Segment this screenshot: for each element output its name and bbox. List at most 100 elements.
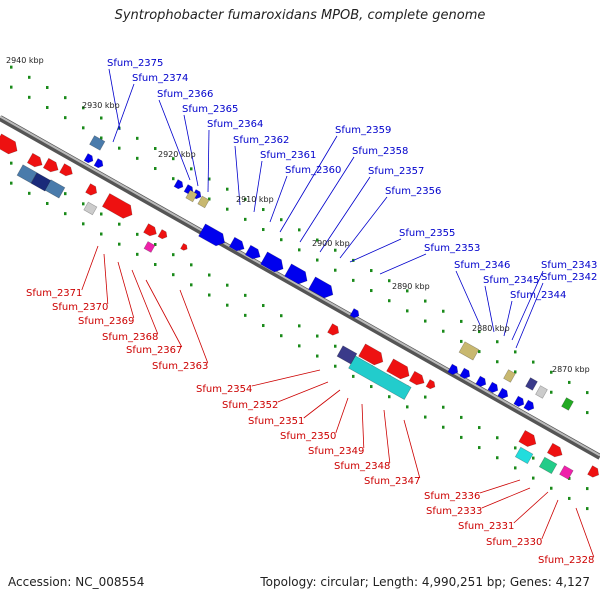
gene-blue xyxy=(173,179,184,190)
tick-dot xyxy=(460,319,463,323)
gene-arrow xyxy=(447,363,459,375)
leader-line xyxy=(503,300,513,337)
tick-dot xyxy=(82,126,85,130)
leader-line xyxy=(183,114,199,187)
gene-label-bottom: Sfum_2349 xyxy=(308,446,364,457)
tick-dot xyxy=(388,395,391,399)
gene-arrow xyxy=(475,375,487,387)
tick-dot xyxy=(10,161,13,165)
tick-dot xyxy=(46,105,49,109)
tick-dot xyxy=(154,263,157,267)
gene-arrow xyxy=(85,183,98,196)
gene-khaki xyxy=(503,369,516,383)
tick-dot xyxy=(136,232,139,236)
tick-dot xyxy=(262,324,265,328)
tick-dot xyxy=(172,157,175,161)
leader-line xyxy=(515,282,544,349)
gene-arrow xyxy=(523,399,535,411)
leader-line xyxy=(234,145,241,206)
leader-line xyxy=(253,160,263,213)
gene-label-top: Sfum_2364 xyxy=(207,119,263,130)
tick-dot xyxy=(496,360,499,364)
leader-line xyxy=(269,175,288,223)
gene-label-bottom: Sfum_2330 xyxy=(486,537,542,548)
gene-label-bottom: Sfum_2371 xyxy=(26,288,82,299)
tick-dot xyxy=(568,496,571,500)
leader-line xyxy=(299,156,355,243)
tick-dot xyxy=(352,374,355,378)
gene-label-bottom: Sfum_2348 xyxy=(334,461,390,472)
tick-dot xyxy=(550,390,553,394)
gene-label-top: Sfum_2343 xyxy=(541,260,597,271)
tick-dot xyxy=(586,391,589,395)
tick-dot xyxy=(136,156,139,160)
gene-box xyxy=(503,369,516,383)
tick-dot xyxy=(262,304,265,308)
gene-arrow xyxy=(0,133,18,155)
tick-dot xyxy=(226,207,229,211)
leader-line xyxy=(484,285,495,333)
tick-dot xyxy=(298,344,301,348)
gene-red xyxy=(42,157,59,173)
leader-line xyxy=(361,403,365,449)
gene-blue xyxy=(487,381,499,393)
leader-line xyxy=(108,68,121,131)
tick-dot xyxy=(532,476,535,480)
tick-dot xyxy=(460,339,463,343)
tick-dot xyxy=(298,324,301,328)
leader-line xyxy=(145,279,183,348)
kbp-label: 2870 kbp xyxy=(552,365,590,374)
tick-dot xyxy=(460,415,463,419)
gene-box xyxy=(89,135,106,151)
tick-dot xyxy=(388,299,391,303)
gene-label-bottom: Sfum_2350 xyxy=(280,431,336,442)
gene-blue xyxy=(475,375,487,387)
gene-blue xyxy=(497,387,509,399)
tick-dot xyxy=(334,248,337,252)
tick-dot xyxy=(136,252,139,256)
gene-arrow xyxy=(425,379,436,390)
tick-dot xyxy=(46,201,49,205)
leader-line xyxy=(511,270,544,341)
gene-blue xyxy=(513,395,525,407)
tick-dot xyxy=(28,191,31,195)
tick-dot xyxy=(280,334,283,338)
tick-dot xyxy=(154,167,157,171)
gene-blue xyxy=(349,308,360,319)
tick-dot xyxy=(370,385,373,389)
tick-dot xyxy=(424,415,427,419)
tick-dot xyxy=(370,269,373,273)
gene-label-top: Sfum_2365 xyxy=(182,104,238,115)
gene-red xyxy=(26,152,43,168)
gene-box xyxy=(559,465,574,480)
tick-dot xyxy=(514,350,517,354)
gene-label-top: Sfum_2346 xyxy=(454,260,510,271)
gene-box xyxy=(538,456,558,475)
tick-dot xyxy=(334,268,337,272)
tick-dot xyxy=(118,222,121,226)
leader-line xyxy=(481,487,531,509)
gene-arrow xyxy=(198,223,225,247)
gene-label-top: Sfum_2366 xyxy=(157,89,213,100)
gene-arrow xyxy=(26,152,43,168)
gene-label-top: Sfum_2353 xyxy=(424,243,480,254)
tick-dot xyxy=(532,456,535,460)
gene-arrow xyxy=(487,381,499,393)
gene-label-bottom: Sfum_2351 xyxy=(248,416,304,427)
tick-dot xyxy=(550,486,553,490)
gene-red xyxy=(408,370,425,386)
gene-red xyxy=(425,379,436,390)
gene-red xyxy=(85,183,98,196)
gene-arrow xyxy=(327,323,340,336)
tick-dot xyxy=(496,456,499,460)
gene-label-top: Sfum_2359 xyxy=(335,125,391,136)
gene-label-bottom: Sfum_2367 xyxy=(126,345,182,356)
leader-line xyxy=(319,176,371,253)
tick-dot xyxy=(208,273,211,277)
leader-line xyxy=(179,289,209,364)
tick-dot xyxy=(82,222,85,226)
tick-dot xyxy=(100,116,103,120)
tick-dot xyxy=(118,126,121,130)
tick-dot xyxy=(244,197,247,201)
